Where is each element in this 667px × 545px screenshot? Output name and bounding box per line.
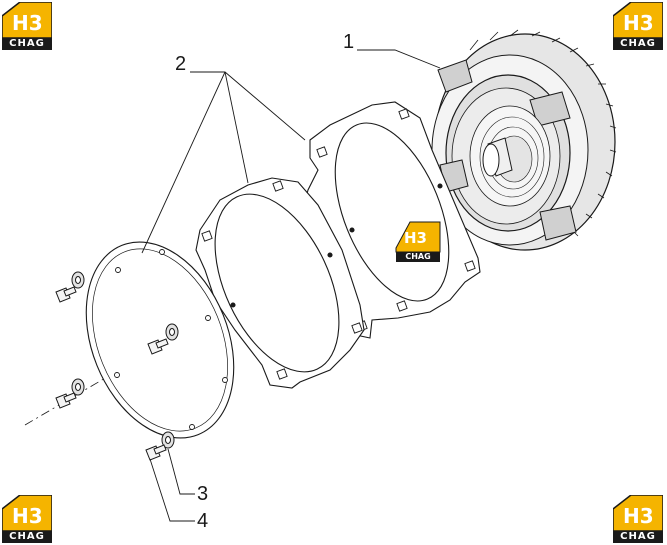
logo-mark-icon: [613, 495, 663, 531]
center-watermark: [395, 221, 441, 262]
leader-lines: [141, 49, 441, 522]
logo-top-right: H3 CHAG: [613, 2, 663, 50]
callout-1: 1: [343, 31, 355, 53]
logo-text: CHAG: [2, 531, 52, 543]
callout-3: 3: [197, 483, 209, 505]
logo-mark: H3: [12, 11, 43, 35]
bolt-b: [147, 323, 179, 355]
logo-mark-icon: [613, 2, 663, 38]
bolt-c: [55, 378, 85, 409]
flex-plate-front: [195, 177, 365, 389]
logo-mark: H3: [623, 11, 654, 35]
center-watermark-text: CHAG: [405, 252, 431, 261]
logo-mark-icon: [2, 495, 52, 531]
logo-text: CHAG: [613, 531, 663, 543]
center-watermark-mark: H3: [404, 229, 427, 247]
bolt-a: [55, 271, 85, 303]
callout-4: 4: [197, 510, 209, 532]
logo-mark: H3: [623, 504, 654, 528]
logo-mark: H3: [12, 504, 43, 528]
bolt-set: [55, 271, 179, 461]
bolt-d: [145, 431, 175, 461]
logo-text: CHAG: [2, 38, 52, 50]
logo-bottom-left: H3 CHAG: [2, 495, 52, 543]
torque-converter-part-1: [431, 29, 617, 251]
cover-plate: [85, 241, 235, 439]
logo-bottom-right: H3 CHAG: [613, 495, 663, 543]
callout-2: 2: [175, 53, 187, 75]
logo-text: CHAG: [613, 38, 663, 50]
logo-top-left: H3 CHAG: [2, 2, 52, 50]
logo-mark-icon: [2, 2, 52, 38]
